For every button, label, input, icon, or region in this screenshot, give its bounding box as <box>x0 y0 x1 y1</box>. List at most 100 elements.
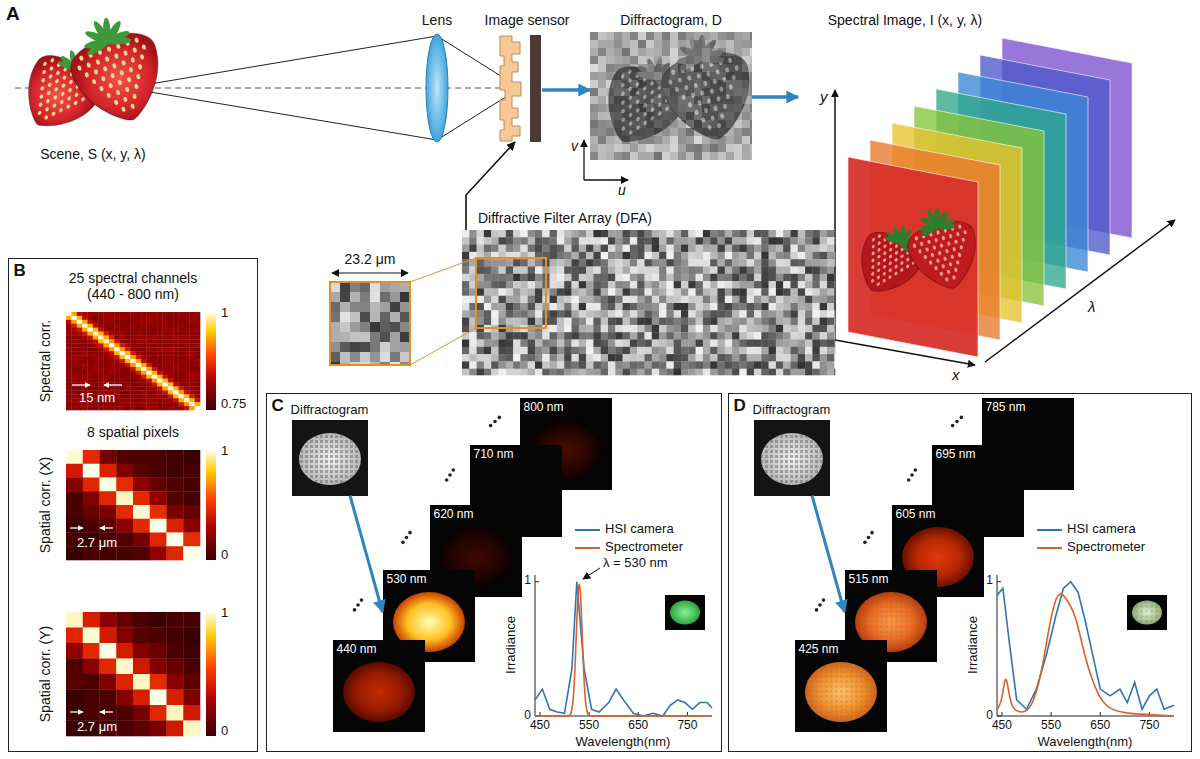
diffractogram-picture <box>678 80 686 88</box>
diffractogram-picture <box>742 104 750 112</box>
diffractogram-picture <box>726 136 734 144</box>
filter-array-picture <box>477 274 485 282</box>
diffractogram-picture <box>614 40 622 48</box>
filter-array-picture <box>703 252 711 260</box>
diffractogram-picture <box>638 136 646 144</box>
filter-array-picture <box>491 347 499 355</box>
filter-array-picture <box>579 303 587 311</box>
filter-array-picture <box>462 310 470 318</box>
diffractogram-picture <box>670 48 678 56</box>
filter-array-picture <box>666 252 674 260</box>
filter-array-picture <box>550 281 558 289</box>
filter-array-picture <box>630 267 638 275</box>
filter-array-picture <box>506 288 514 296</box>
filter-array-picture <box>513 288 521 296</box>
diffractogram-picture <box>590 136 598 144</box>
strawberry-drawing <box>912 243 916 248</box>
filter-array-picture <box>688 303 696 311</box>
filter-array-picture <box>710 303 718 311</box>
filter-array-picture <box>681 288 689 296</box>
diffractogram-picture <box>726 120 734 128</box>
filter-array-picture <box>776 245 784 253</box>
filter-array-picture <box>652 281 660 289</box>
diffractogram-picture <box>606 48 614 56</box>
filter-array-picture <box>798 310 806 318</box>
diffractogram-picture <box>734 104 742 112</box>
filter-array-picture <box>791 281 799 289</box>
diffractogram-picture <box>646 96 654 104</box>
filter-array-picture <box>528 332 536 340</box>
diffractogram-picture <box>646 80 654 88</box>
filter-array-picture <box>572 288 580 296</box>
filter-array-picture <box>564 303 572 311</box>
diffractogram-picture <box>742 56 750 64</box>
diffractogram-picture <box>718 32 726 40</box>
strawberry-drawing <box>49 66 54 72</box>
filter-array-picture <box>652 252 660 260</box>
strawberry-drawing <box>898 234 905 243</box>
filter-array-picture <box>645 288 653 296</box>
filter-array-picture <box>725 288 733 296</box>
lens-shape <box>426 34 448 142</box>
filter-array-picture <box>659 332 667 340</box>
filter-array-picture <box>659 347 667 355</box>
diffractogram-picture <box>598 32 606 40</box>
filter-array-picture <box>462 267 470 275</box>
diffractogram-picture <box>718 80 726 88</box>
filter-array-picture <box>834 296 835 304</box>
filter-array-picture <box>783 332 791 340</box>
diffractogram-picture <box>622 40 630 48</box>
filter-array-picture <box>769 267 777 275</box>
filter-array-picture <box>820 318 828 326</box>
strawberry-drawing <box>73 100 78 106</box>
strawberry-drawing <box>62 75 67 81</box>
diffractogram-picture <box>654 144 662 152</box>
filter-array-picture <box>520 340 528 348</box>
filter-array-picture <box>747 347 755 355</box>
diffractogram-picture <box>670 112 678 120</box>
filter-array-picture <box>666 267 674 275</box>
diffractogram-picture <box>726 136 734 144</box>
filter-array-picture <box>499 230 507 238</box>
filter-array-picture <box>491 288 499 296</box>
diffractogram-picture <box>678 120 686 128</box>
filter-array-picture <box>564 259 572 267</box>
filter-array-picture <box>820 354 828 362</box>
image-sensor-drawing <box>500 35 541 142</box>
diffractogram-picture <box>614 48 622 56</box>
diffractogram-picture <box>614 64 622 72</box>
diffractogram-picture <box>750 64 752 72</box>
strawberry-drawing <box>128 67 133 73</box>
diffractogram-picture <box>590 104 598 112</box>
diffractogram-picture <box>726 144 734 152</box>
filter-array-picture <box>769 281 777 289</box>
filter-array-picture <box>761 361 769 369</box>
filter-array-picture <box>798 325 806 333</box>
diffractogram-picture <box>670 80 678 88</box>
filter-array-picture <box>601 274 609 282</box>
filter-array-picture <box>630 296 638 304</box>
filter-array-picture <box>812 252 820 260</box>
filter-array-picture <box>688 347 696 355</box>
diffractogram-picture <box>646 144 654 152</box>
diffractogram-picture <box>710 144 718 152</box>
diffractogram-picture <box>702 104 710 112</box>
diffractogram-picture <box>694 32 702 40</box>
diffractogram-picture <box>702 56 710 64</box>
filter-array-picture <box>820 288 828 296</box>
filter-array-picture <box>739 274 747 282</box>
strawberry-drawing <box>112 63 117 69</box>
filter-array-picture <box>718 259 726 267</box>
diffractogram-picture <box>726 96 734 104</box>
strawberry-drawing <box>882 271 886 276</box>
filter-array-picture <box>637 361 645 369</box>
filter-array-picture <box>754 361 762 369</box>
diffractogram-picture <box>614 80 622 88</box>
diffractogram-picture <box>598 144 606 152</box>
diffractogram-picture <box>654 136 662 144</box>
filter-array-picture <box>572 237 580 245</box>
strawberry-drawing <box>949 234 953 239</box>
diffractogram-picture <box>686 88 694 96</box>
filter-array-picture <box>491 245 499 253</box>
filter-array-picture <box>783 281 791 289</box>
